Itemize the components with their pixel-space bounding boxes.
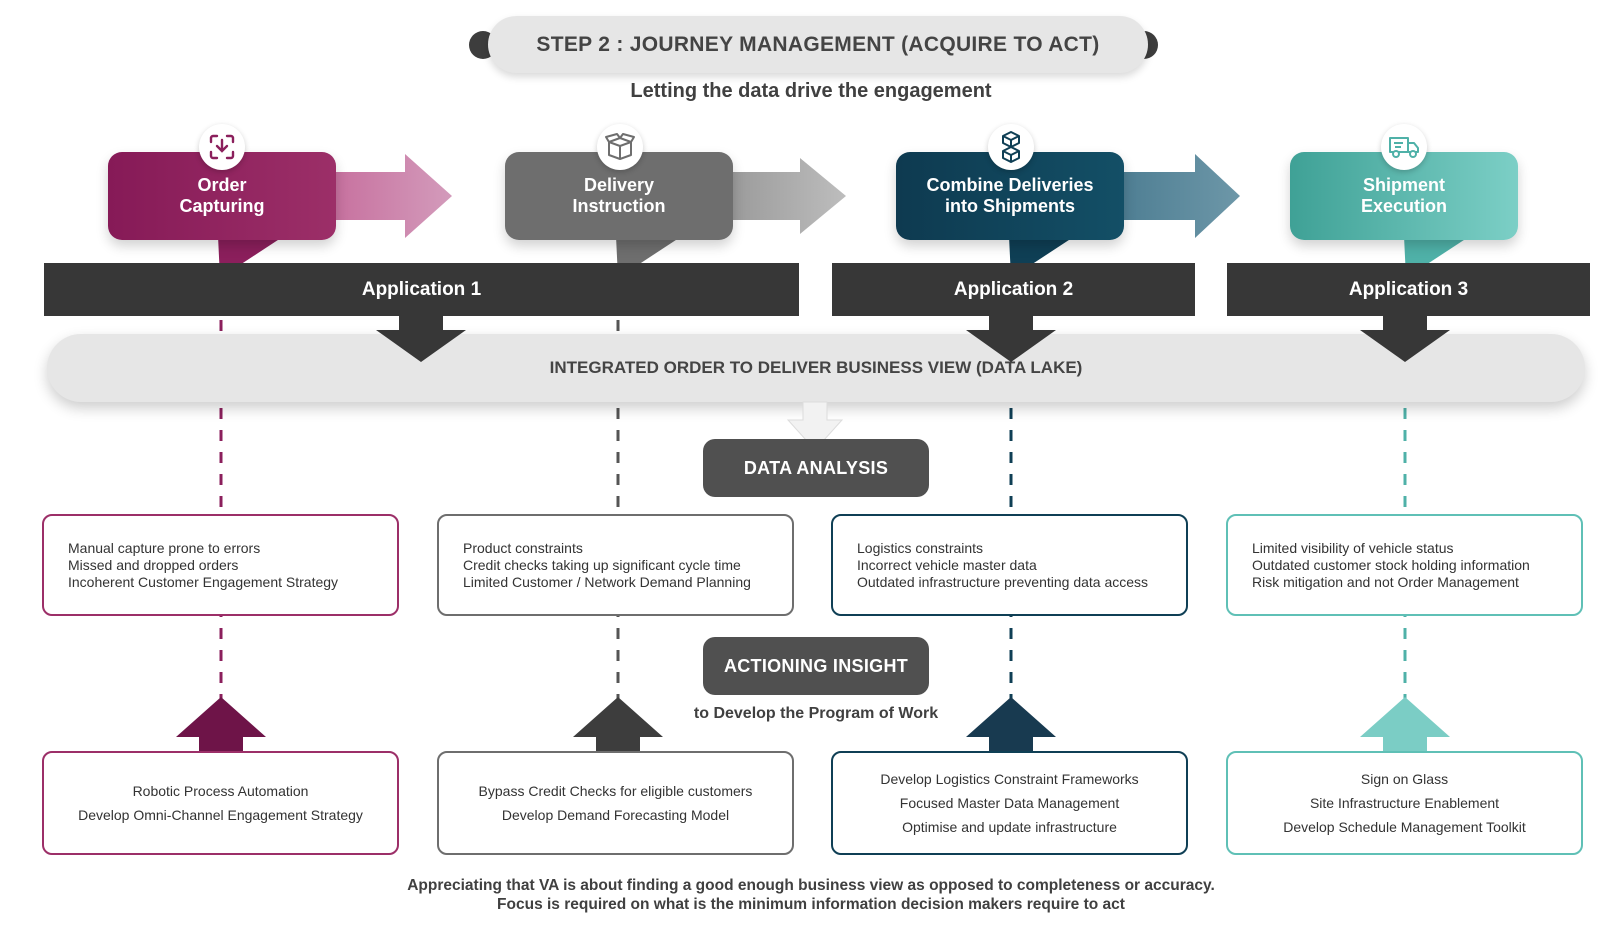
page-subtitle: Letting the data drive the engagement [630, 80, 992, 102]
flow-arrow-2 [728, 158, 846, 234]
box-icon [597, 124, 643, 170]
problem-item: Manual capture prone to errors [68, 539, 261, 556]
application-2-bar: Application 2 [832, 263, 1195, 316]
problem-item: Limited Customer / Network Demand Planni… [463, 573, 751, 590]
up-arrow-1 [176, 697, 266, 751]
down-arrow-app-1 [376, 316, 466, 362]
problem-item: Product constraints [463, 539, 583, 556]
stacked-boxes-icon [988, 124, 1034, 170]
down-arrow-analysis [786, 401, 844, 451]
problem-item: Credit checks taking up significant cycl… [463, 556, 741, 573]
problem-item: Logistics constraints [857, 539, 984, 556]
flow-arrow-3 [1120, 154, 1240, 238]
solution-item: Optimise and update infrastructure [902, 819, 1117, 835]
footer-note: Appreciating that VA is about finding a … [0, 876, 1622, 914]
application-1-bar: Application 1 [44, 263, 799, 316]
data-analysis-label: DATA ANALYSIS [703, 439, 929, 497]
solution-item: Develop Omni-Channel Engagement Strategy [78, 807, 363, 823]
footer-line-2: Focus is required on what is the minimum… [497, 896, 1125, 913]
problem-box-combine-deliveries: Logistics constraints Incorrect vehicle … [831, 514, 1188, 616]
up-arrow-4 [1360, 697, 1450, 751]
solution-box-shipment-execution: Sign on Glass Site Infrastructure Enable… [1226, 751, 1583, 855]
solution-item: Sign on Glass [1360, 771, 1449, 787]
actioning-insight-label: ACTIONING INSIGHT [703, 637, 929, 695]
problem-item: Incorrect vehicle master data [857, 556, 1037, 573]
problem-item: Incoherent Customer Engagement Strategy [68, 573, 339, 590]
solution-item: Develop Schedule Management Toolkit [1283, 819, 1526, 835]
page-title: STEP 2 : JOURNEY MANAGEMENT (ACQUIRE TO … [488, 16, 1148, 73]
data-lake-bar: INTEGRATED ORDER TO DELIVER BUSINESS VIE… [47, 334, 1585, 402]
solution-item: Bypass Credit Checks for eligible custom… [478, 783, 753, 799]
solution-item: Develop Logistics Constraint Frameworks [880, 771, 1139, 787]
problem-box-shipment-execution: Limited visibility of vehicle status Out… [1226, 514, 1583, 616]
footer-line-1: Appreciating that VA is about finding a … [407, 877, 1215, 894]
flow-arrow-1 [330, 154, 452, 238]
solution-box-delivery-instruction: Bypass Credit Checks for eligible custom… [437, 751, 794, 855]
solution-box-order-capturing: Robotic Process Automation Develop Omni-… [42, 751, 399, 855]
up-arrow-2 [573, 697, 663, 751]
down-arrow-app-2 [966, 316, 1056, 362]
problem-item: Risk mitigation and not Order Management [1252, 573, 1519, 590]
up-arrow-3 [966, 697, 1056, 751]
solution-item: Focused Master Data Management [899, 795, 1120, 811]
application-3-bar: Application 3 [1227, 263, 1590, 316]
program-of-work-label: to Develop the Program of Work [693, 705, 939, 722]
delivery-truck-icon [1381, 124, 1427, 170]
solution-item: Robotic Process Automation [132, 783, 309, 799]
solution-item: Develop Demand Forecasting Model [501, 807, 730, 823]
solution-box-combine-deliveries: Develop Logistics Constraint Frameworks … [831, 751, 1188, 855]
problem-item: Outdated infrastructure preventing data … [857, 573, 1149, 590]
solution-item: Site Infrastructure Enablement [1309, 795, 1500, 811]
problem-item: Missed and dropped orders [68, 556, 239, 573]
down-arrow-app-3 [1360, 316, 1450, 362]
problem-box-delivery-instruction: Product constraints Credit checks taking… [437, 514, 794, 616]
download-scan-icon [199, 124, 245, 170]
problem-item: Outdated customer stock holding informat… [1252, 556, 1530, 573]
problem-box-order-capturing: Manual capture prone to errors Missed an… [42, 514, 399, 616]
problem-item: Limited visibility of vehicle status [1252, 539, 1454, 556]
